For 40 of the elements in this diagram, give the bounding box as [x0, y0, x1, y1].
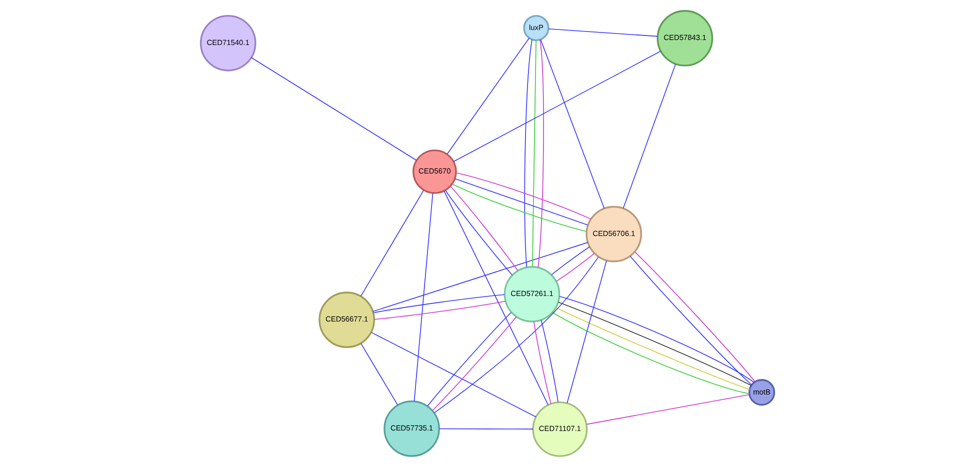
node-circle: CED57843.1: [656, 10, 714, 66]
node-circle: motB: [748, 379, 776, 406]
connector: [524, 39, 532, 268]
connector: [586, 394, 750, 425]
connector: [374, 300, 506, 320]
connector: [556, 253, 595, 282]
connector: [446, 38, 530, 154]
connector: [373, 294, 505, 314]
connector: [371, 332, 536, 418]
node-circle: CED57261.1: [504, 266, 560, 322]
connector: [414, 192, 434, 402]
connector: [622, 64, 676, 209]
connector: [548, 28, 658, 37]
node-circle: CED57735.1: [384, 400, 440, 457]
node-circle: CED56677.1: [318, 292, 375, 348]
connector: [444, 190, 548, 406]
node-circle: CED71107.1: [532, 401, 588, 457]
connector: [250, 57, 417, 161]
connector: [450, 186, 518, 272]
connector: [360, 190, 424, 296]
connector: [445, 190, 513, 276]
node-circle: luxP: [523, 14, 550, 42]
connector: [438, 428, 534, 430]
connector: [540, 39, 605, 209]
connector: [566, 260, 607, 404]
connector: [454, 178, 588, 226]
connector: [533, 321, 552, 404]
connector: [538, 39, 544, 268]
node-circle: CED56706.1: [586, 206, 642, 262]
connector: [540, 320, 559, 402]
connector: [456, 172, 592, 220]
connector: [551, 246, 590, 276]
connector: [532, 40, 536, 268]
connector: [372, 242, 588, 312]
connector: [360, 343, 398, 406]
connector: [453, 50, 662, 162]
connector: [434, 256, 599, 414]
connector: [452, 184, 587, 232]
node-circle: CED5670: [412, 149, 457, 194]
node-circle: CED71540.1: [200, 14, 256, 72]
